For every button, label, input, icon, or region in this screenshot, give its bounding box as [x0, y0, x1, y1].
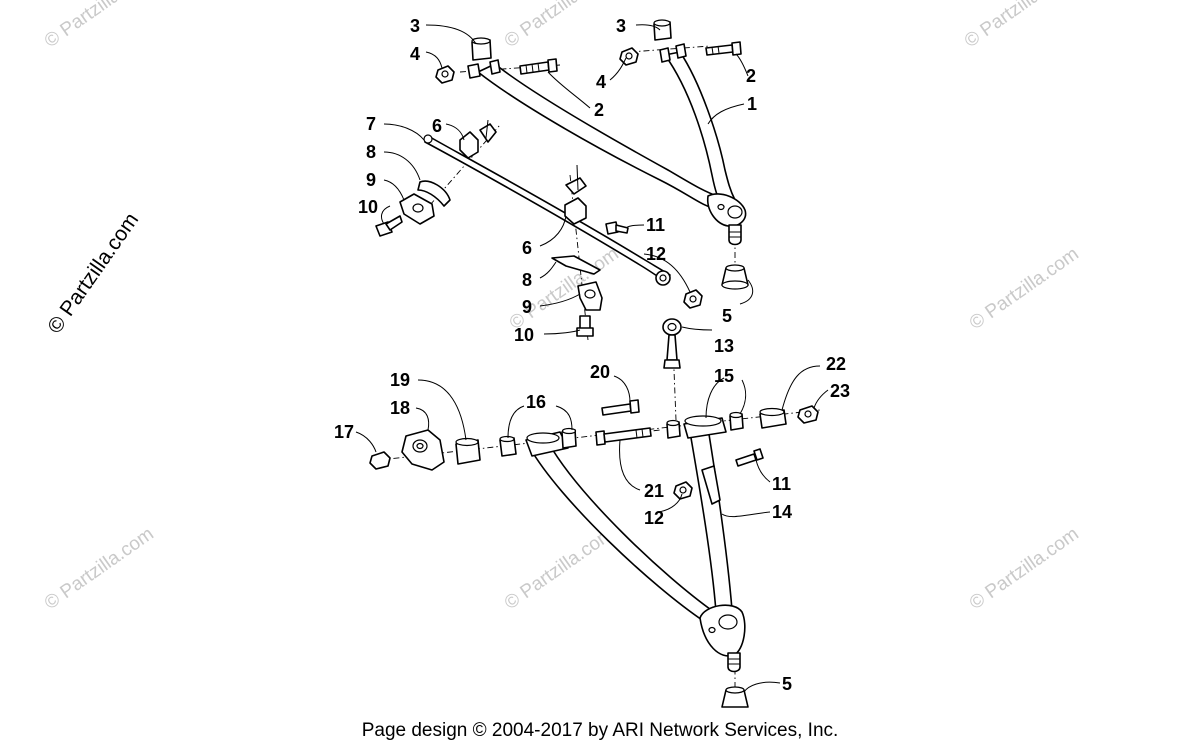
callout-12: 12 [644, 508, 664, 528]
callout-7: 7 [366, 114, 376, 134]
suspension-parts-diagram: © Partzilla.com © Partzilla.com © Partzi… [41, 0, 1083, 708]
boot-part-5-upper [721, 264, 749, 290]
callout-5: 5 [722, 306, 732, 326]
watermark: © Partzilla.com [501, 0, 618, 52]
callout-10: 10 [514, 325, 534, 345]
callout-15: 15 [714, 366, 734, 386]
bolt-parts-2 [519, 41, 742, 75]
stabilizer-bar-7 [423, 134, 671, 286]
callout-1: 1 [747, 94, 757, 114]
end-link-13 [662, 318, 682, 369]
callout-6: 6 [522, 238, 532, 258]
watermark: © Partzilla.com [961, 0, 1078, 52]
upper-a-arm [467, 43, 747, 246]
nut-part-23 [797, 405, 819, 424]
callout-22: 22 [826, 354, 846, 374]
bracket-part-18 [401, 429, 445, 471]
watermark: © Partzilla.com [966, 243, 1083, 334]
bushing-parts-15 [666, 411, 744, 439]
callout-13: 13 [714, 336, 734, 356]
callout-19: 19 [390, 370, 410, 390]
callout-11: 11 [772, 474, 791, 494]
lower-a-arm [525, 415, 746, 673]
saddle-parts-9 [399, 193, 603, 311]
callout-8: 8 [366, 142, 376, 162]
callout-leader-lines [355, 24, 829, 693]
bushing-parts-3 [471, 19, 672, 61]
callout-10: 10 [358, 197, 378, 217]
callout-8: 8 [522, 270, 532, 290]
callout-20: 20 [590, 362, 610, 382]
callout-18: 18 [390, 398, 410, 418]
callout-16: 16 [526, 392, 546, 412]
side-watermark: © Partzilla.com [43, 209, 143, 338]
callout-6: 6 [432, 116, 442, 136]
watermarks: © Partzilla.com © Partzilla.com © Partzi… [41, 0, 1083, 614]
watermark: © Partzilla.com [966, 523, 1083, 614]
callout-11: 11 [646, 215, 665, 235]
callout-12: 12 [646, 244, 666, 264]
callout-23: 23 [830, 381, 850, 401]
callout-numbers: 3 4 2 3 4 2 1 7 6 8 9 10 6 8 9 10 11 12 … [334, 16, 850, 694]
callout-17: 17 [334, 422, 354, 442]
sleeve-part-22 [759, 407, 787, 429]
callout-9: 9 [366, 170, 376, 190]
callout-5: 5 [782, 674, 792, 694]
page-footer: Page design © 2004-2017 by ARI Network S… [361, 720, 839, 741]
callout-21: 21 [644, 481, 664, 501]
sleeve-part-19 [455, 437, 481, 465]
boot-part-5-lower [721, 686, 749, 708]
callout-14: 14 [772, 502, 792, 522]
watermark: © Partzilla.com [501, 523, 618, 614]
callout-3: 3 [616, 16, 626, 36]
callout-2: 2 [746, 66, 756, 86]
callout-2: 2 [594, 100, 604, 120]
bolt-part-21 [595, 427, 652, 446]
clamp-parts-6 [459, 119, 587, 225]
watermark: © Partzilla.com [41, 523, 158, 614]
bushing-parts-16 [499, 427, 577, 457]
nut-parts-12 [673, 289, 703, 500]
callout-9: 9 [522, 297, 532, 317]
bracket-parts-8 [417, 180, 601, 275]
bolt-parts-11 [605, 221, 764, 467]
nut-part-17 [369, 451, 391, 470]
callout-4: 4 [410, 44, 420, 64]
callout-3: 3 [410, 16, 420, 36]
callout-4: 4 [596, 72, 606, 92]
bolt-part-20 [601, 399, 640, 416]
watermark: © Partzilla.com [41, 0, 158, 52]
screw-parts-10 [375, 215, 594, 337]
